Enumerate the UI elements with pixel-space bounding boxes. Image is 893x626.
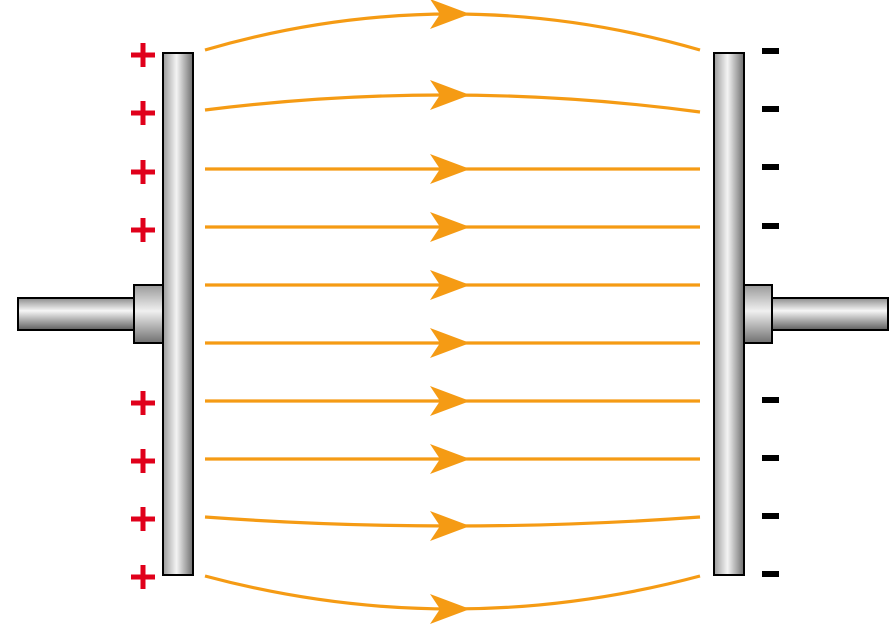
field-arrow-icon [430, 444, 470, 474]
minus-sign-icon [762, 48, 779, 54]
plus-sign-icon [131, 507, 155, 531]
minus-sign-icon [762, 106, 779, 112]
right-rod [769, 297, 889, 331]
field-lines [204, 0, 701, 624]
minus-sign-icon [762, 455, 779, 461]
plus-sign-icon [131, 160, 155, 184]
plus-sign-icon [131, 449, 155, 473]
left-connector [17, 284, 167, 344]
negative-charges [762, 48, 779, 577]
right-connector [741, 284, 889, 344]
left-rod [17, 297, 137, 331]
field-arrow-icon [430, 212, 470, 242]
minus-sign-icon [762, 223, 779, 229]
field-arrow-icon [430, 328, 470, 358]
plus-sign-icon [131, 101, 155, 125]
right-collar [741, 284, 773, 344]
left-collar [133, 284, 167, 344]
positive-plate [162, 52, 194, 576]
plus-sign-icon [131, 391, 155, 415]
plus-sign-icon [131, 218, 155, 242]
field-arrow-icon [430, 511, 470, 541]
field-arrow-icon [430, 80, 470, 110]
field-arrow-icon [430, 386, 470, 416]
negative-plate [713, 52, 745, 576]
minus-sign-icon [762, 164, 779, 170]
field-arrow-icon [430, 0, 470, 29]
positive-charges [131, 43, 155, 589]
minus-sign-icon [762, 571, 779, 577]
minus-sign-icon [762, 397, 779, 403]
field-arrow-icon [430, 594, 470, 624]
field-arrow-icon [430, 270, 470, 300]
plus-sign-icon [131, 43, 155, 67]
minus-sign-icon [762, 513, 779, 519]
field-arrow-icon [430, 154, 470, 184]
plus-sign-icon [131, 565, 155, 589]
